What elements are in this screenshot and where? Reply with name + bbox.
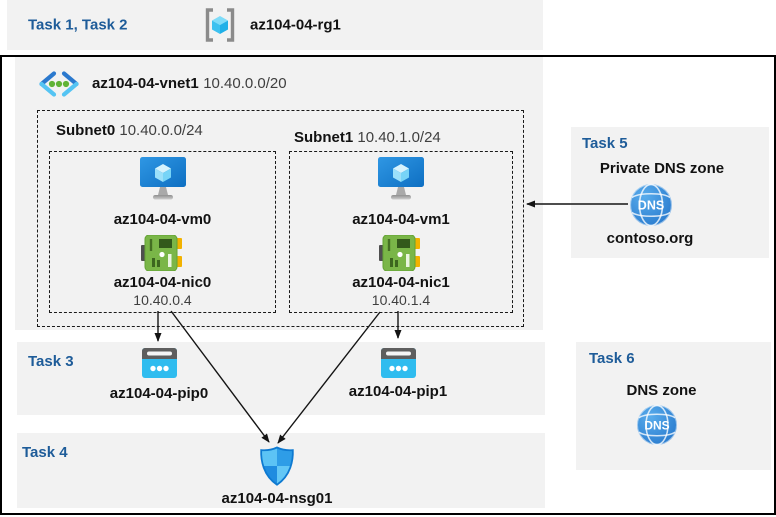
dns-zone-title: DNS zone <box>626 382 697 399</box>
nic-ip: 10.40.1.4 <box>371 292 431 308</box>
nsg-name: az104-04-nsg01 <box>221 490 333 507</box>
task-6-label: Task 6 <box>589 350 635 367</box>
dns-icon: DNS <box>636 404 678 446</box>
subnet1-name: Subnet1 <box>294 129 354 146</box>
vnet-name: az104-04-vnet1 <box>92 75 199 92</box>
private-dns-zone-title: Private DNS zone <box>599 160 725 177</box>
dns-icon: DNS <box>629 183 673 227</box>
subnet0-cidr: 10.40.0.0/24 <box>119 122 203 139</box>
nic-name: az104-04-nic1 <box>352 274 450 291</box>
nsg-group: az104-04-nsg01 <box>217 446 337 507</box>
vm-name: az104-04-vm0 <box>113 211 212 228</box>
nic-ip: 10.40.0.4 <box>133 292 192 308</box>
subnets-container: Subnet0 10.40.0.0/24 Subnet1 10.40.1.0/2… <box>37 110 524 327</box>
subnet0-box: az104-04-vm0 az104-04-nic0 10.40.0.4 <box>49 151 276 313</box>
resource-group-band: Task 1, Task 2 az104-04-rg1 <box>7 0 543 50</box>
pip0-name: az104-04-pip0 <box>109 385 209 402</box>
task4-panel: Task 4 az104-04-nsg01 <box>17 433 545 508</box>
pip0-group: az104-04-pip0 <box>99 348 219 402</box>
dns-icon-label: DNS <box>638 199 664 213</box>
outer-border-box <box>0 55 776 515</box>
resource-group-icon <box>205 8 235 42</box>
nsg-shield-icon <box>260 446 294 486</box>
pip1-name: az104-04-pip1 <box>348 383 448 400</box>
subnet1-title: Subnet1 10.40.1.0/24 <box>294 129 441 146</box>
vm-name: az104-04-vm1 <box>352 211 450 228</box>
vnet-cidr: 10.40.0.0/20 <box>203 75 287 92</box>
task6-panel: Task 6 DNS zone DNS <box>576 342 771 470</box>
virtual-network-icon <box>39 71 79 97</box>
private-dns-zone-name: contoso.org <box>606 230 694 247</box>
task-1-2-label: Task 1, Task 2 <box>28 16 128 34</box>
network-interface-icon <box>379 235 420 271</box>
subnet1-box: az104-04-vm1 az104-04-nic1 10.40.1.4 <box>289 151 513 313</box>
task-5-label: Task 5 <box>582 135 628 152</box>
subnet1-cidr: 10.40.1.0/24 <box>357 129 441 146</box>
subnet0-name: Subnet0 <box>56 122 116 139</box>
public-ip-icon <box>380 348 416 378</box>
subnet0-title: Subnet0 10.40.0.0/24 <box>56 122 203 139</box>
nic-name: az104-04-nic0 <box>113 274 212 291</box>
dns-icon-label: DNS <box>644 418 669 432</box>
virtual-machine-icon <box>139 157 186 200</box>
pip1-group: az104-04-pip1 <box>338 348 458 400</box>
vnet-panel: az104-04-vnet1 10.40.0.0/20 Subnet0 10.4… <box>15 57 543 330</box>
public-ip-icon <box>141 348 177 378</box>
task-4-label: Task 4 <box>22 444 68 461</box>
resource-group-name: az104-04-rg1 <box>250 16 341 34</box>
task3-panel: Task 3 az104-04-pip0 az104-04-pip1 <box>17 342 545 415</box>
vnet-header: az104-04-vnet1 10.40.0.0/20 <box>38 70 287 98</box>
task-3-label: Task 3 <box>28 353 74 370</box>
virtual-machine-icon <box>378 157 424 200</box>
network-interface-icon <box>140 235 182 271</box>
task5-panel: Task 5 Private DNS zone DNS contoso.org <box>571 127 769 258</box>
